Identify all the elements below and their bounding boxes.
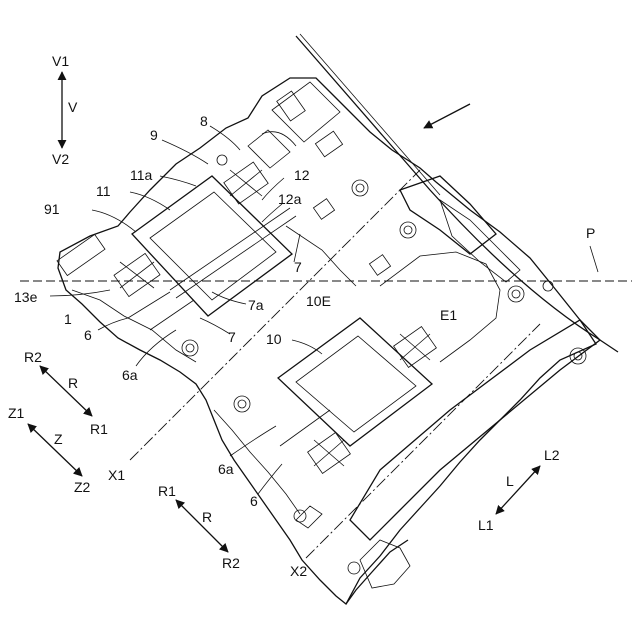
label-r1-left: R1	[90, 421, 108, 437]
label-r-left: R	[68, 375, 78, 391]
label-11a: 11a	[130, 167, 153, 183]
label-v1: V1	[52, 53, 69, 69]
label-r-bottom: R	[202, 509, 212, 525]
label-12: 12	[294, 167, 310, 183]
label-r2-left: R2	[24, 349, 42, 365]
label-12a: 12a	[278, 191, 302, 207]
label-l: L	[506, 473, 514, 489]
label-11: 11	[96, 183, 111, 199]
label-6-lower: 6	[250, 493, 258, 509]
ref-100-arrow	[424, 104, 470, 128]
housing-outline	[296, 36, 618, 352]
label-10e: 10E	[306, 293, 331, 309]
label-z: Z	[54, 431, 63, 447]
label-p: P	[586, 225, 595, 241]
label-6-upper: 6	[84, 327, 92, 343]
shaft-region	[350, 320, 600, 540]
label-z2: Z2	[74, 479, 91, 495]
label-1: 1	[64, 311, 72, 327]
case-outline	[58, 78, 596, 604]
label-z1: Z1	[8, 405, 25, 421]
label-13e: 13e	[14, 289, 38, 305]
r-arrow-left	[40, 366, 92, 416]
label-r2-bottom: R2	[222, 555, 240, 571]
label-v: V	[68, 99, 78, 115]
label-7-top: 7	[294, 259, 302, 275]
upper-stator-core	[132, 176, 292, 316]
lower-stator-core	[278, 318, 432, 446]
label-e1: E1	[440, 307, 457, 323]
label-7a: 7a	[248, 297, 264, 313]
label-x1: X1	[108, 467, 125, 483]
label-6a-upper: 6a	[122, 367, 138, 383]
label-8: 8	[200, 113, 208, 129]
bearings	[182, 155, 586, 574]
l-arrow	[496, 466, 540, 514]
label-7-mid: 7	[228, 329, 236, 345]
label-6a-lower: 6a	[218, 461, 234, 477]
label-v2: V2	[52, 151, 69, 167]
label-l2: L2	[544, 447, 560, 463]
label-r1-bottom: R1	[158, 483, 176, 499]
gear-region	[400, 176, 496, 254]
label-9: 9	[150, 127, 158, 143]
label-10: 10	[266, 331, 282, 347]
label-x2: X2	[290, 563, 307, 579]
label-l1: L1	[478, 517, 494, 533]
r-arrow-bottom	[176, 500, 228, 552]
axis-x1	[130, 170, 420, 460]
label-91: 91	[44, 201, 60, 217]
